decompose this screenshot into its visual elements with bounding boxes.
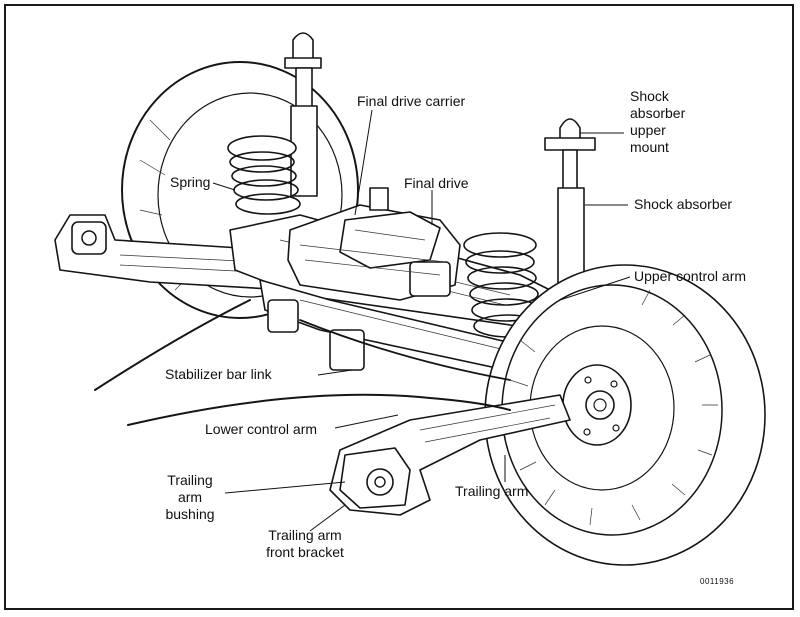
figure-code: 0011936 bbox=[700, 577, 735, 586]
label-shock-absorber-upper-mount: Shock absorber upper mount bbox=[630, 88, 686, 155]
right-shock-absorber bbox=[544, 118, 596, 289]
label-upper-control-arm: Upper control arm bbox=[634, 268, 747, 284]
label-shock-absorber: Shock absorber bbox=[634, 196, 733, 212]
label-trailing-arm-bushing: Trailing arm bushing bbox=[165, 472, 215, 522]
left-shock-absorber bbox=[284, 32, 322, 197]
leader-lines bbox=[212, 109, 631, 532]
right-wheel bbox=[484, 264, 766, 566]
label-trailing-arm-front-bracket: Trailing arm front bracket bbox=[266, 527, 344, 560]
label-stabilizer-bar-link: Stabilizer bar link bbox=[165, 366, 272, 382]
label-trailing-arm: Trailing arm bbox=[455, 483, 529, 499]
label-final-drive-carrier: Final drive carrier bbox=[357, 93, 466, 109]
right-trailing-arm bbox=[329, 394, 571, 516]
label-spring: Spring bbox=[170, 174, 211, 190]
label-final-drive: Final drive bbox=[404, 175, 469, 191]
figure-border bbox=[4, 4, 794, 610]
label-lower-control-arm: Lower control arm bbox=[205, 421, 318, 437]
stabilizer-bar bbox=[94, 299, 511, 426]
left-coil-spring bbox=[227, 135, 301, 215]
left-wheel bbox=[121, 61, 359, 319]
